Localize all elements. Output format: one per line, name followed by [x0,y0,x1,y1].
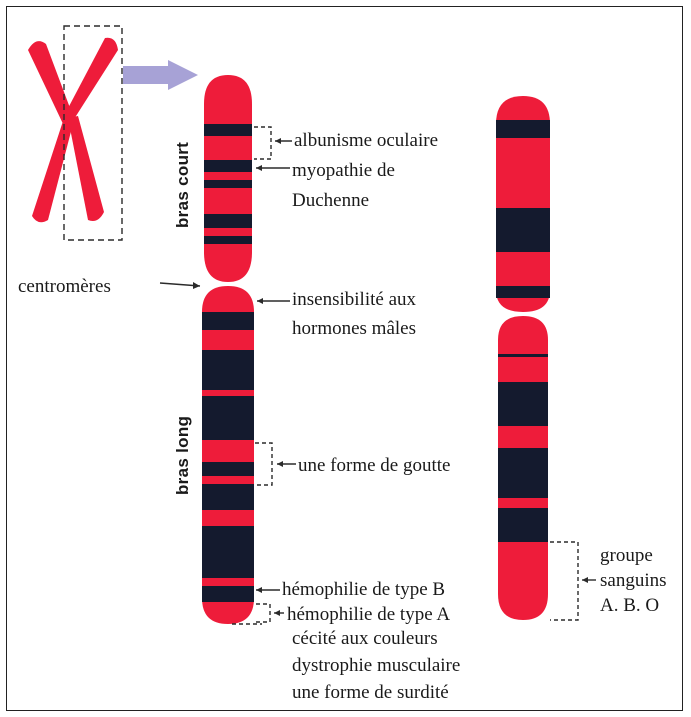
band [204,214,252,228]
label-centromeres: centromères [18,276,111,298]
second-chromosome [496,96,550,620]
x-chromosome-icon [28,38,118,223]
arrowhead-icon [257,298,263,304]
band [496,120,550,138]
label-albinism: albunisme oculaire [294,130,438,152]
band [204,124,252,136]
band [202,484,254,510]
arrowhead-icon [256,165,262,171]
label-color-blindness: cécité aux couleurs [292,628,438,650]
label-blood-line2: sanguins [600,570,667,592]
label-deafness: une forme de surdité [292,682,449,704]
label-hemophilia-a: hémophilie de type A [287,604,450,626]
band [204,160,252,172]
band [496,286,550,298]
main-chromosome-long-arm [202,286,254,624]
bracket [255,443,272,485]
label-insensitivity-line2: hormones mâles [292,318,416,340]
bracket [256,604,270,622]
label-blood-line1: groupe [600,545,653,567]
arrowhead-icon [275,138,281,144]
bracket [254,127,271,159]
arrowhead-icon [274,610,280,616]
band [202,526,254,578]
bracket [550,542,578,620]
label-myopathy-line2: Duchenne [292,190,369,212]
band [204,180,252,188]
band [498,382,548,426]
band [204,236,252,244]
short-arm-label: bras court [173,142,193,228]
band [202,396,254,440]
label-insensitivity-line1: insensibilité aux [292,289,416,311]
band [202,586,254,602]
band [498,448,548,498]
label-blood-line3: A. B. O [600,595,659,617]
band [202,350,254,390]
band [496,208,550,252]
pointer-arrow-icon [123,60,198,90]
main-chromosome-short-arm [204,75,252,282]
long-arm-label: bras long [173,416,193,495]
band [498,508,548,542]
label-hemophilia-b: hémophilie de type B [282,579,445,601]
arrowhead-icon [582,577,588,583]
arrowhead-icon [256,587,262,593]
arrowhead-icon [277,461,283,467]
band [202,312,254,330]
label-gout: une forme de goutte [298,455,450,477]
label-myopathy-line1: myopathie de [292,160,395,182]
band [498,354,548,357]
arrowhead-icon [193,282,200,289]
label-dystrophy: dystrophie musculaire [292,655,460,677]
band [202,462,254,476]
